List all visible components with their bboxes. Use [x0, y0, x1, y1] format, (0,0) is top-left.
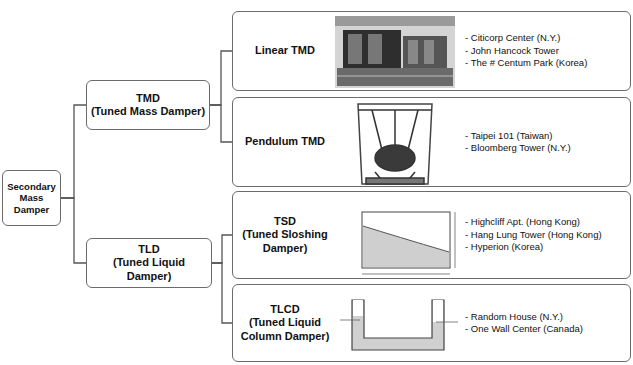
root-box: Secondary Mass Damper: [2, 170, 61, 226]
example-building: - Highcliff Apt. (Hong Kong): [465, 216, 627, 228]
box-title: TMD: [136, 92, 160, 105]
example-building: - Citicorp Center (N.Y.): [465, 32, 627, 44]
damper-full-name: (Tuned Liquid Column Damper): [237, 316, 333, 342]
tsd-tank-sketch: [362, 212, 455, 274]
damper-panel: Pendulum TMD - Taipei 101 (Taiwan)- Bloom…: [232, 97, 631, 187]
tree-connector: [210, 51, 232, 105]
tree-connector: [210, 105, 232, 142]
tree-connector: [212, 263, 232, 323]
damper-panel: Linear TMD - Citicorp Center (N.Y.)- John…: [232, 11, 631, 91]
panel-label: Pendulum TMD: [237, 98, 333, 186]
example-building: - John Hancock Tower: [465, 45, 627, 57]
category-box: TMD(Tuned Mass Damper): [86, 80, 210, 130]
category-box: TLD(Tuned Liquid Damper): [86, 238, 212, 288]
tree-connector: [61, 105, 86, 198]
box-subtitle: (Tuned Mass Damper): [91, 105, 205, 118]
example-list: - Highcliff Apt. (Hong Kong)- Hang Lung …: [465, 192, 627, 278]
damper-panel: TLCD(Tuned Liquid Column Damper) - Random…: [232, 284, 631, 362]
example-list: - Taipei 101 (Taiwan)- Bloomberg Tower (…: [465, 98, 627, 186]
tree-connector: [61, 198, 86, 263]
example-list: - Random House (N.Y.)- One Wall Center (…: [465, 285, 627, 361]
example-building: - One Wall Center (Canada): [465, 323, 627, 335]
box-title: Secondary Mass Damper: [6, 181, 57, 215]
panel-label: Linear TMD: [237, 12, 333, 90]
damper-full-name: (Tuned Sloshing Damper): [237, 228, 333, 254]
tree-connector: [212, 235, 232, 263]
tlcd-u-tube-sketch: [340, 300, 458, 350]
damper-type: Pendulum TMD: [245, 135, 325, 148]
example-building: - Bloomberg Tower (N.Y.): [465, 142, 627, 154]
panel-label: TLCD(Tuned Liquid Column Damper): [237, 285, 333, 361]
example-building: - Hyperion (Korea): [465, 241, 627, 253]
example-building: - Random House (N.Y.): [465, 311, 627, 323]
example-list: - Citicorp Center (N.Y.)- John Hancock T…: [465, 12, 627, 90]
box-title: TLD: [138, 243, 159, 256]
damper-panel: TSD(Tuned Sloshing Damper) - Highcliff Ap…: [232, 191, 631, 279]
box-subtitle: (Tuned Liquid Damper): [90, 256, 208, 282]
pendulum-tmd-figure: [358, 104, 432, 184]
example-building: - Hang Lung Tower (Hong Kong): [465, 229, 627, 241]
example-building: - The # Centum Park (Korea): [465, 57, 627, 69]
example-building: - Taipei 101 (Taiwan): [465, 130, 627, 142]
linear-tmd-photo: [335, 16, 455, 88]
damper-type: TLCD: [270, 303, 299, 316]
panel-label: TSD(Tuned Sloshing Damper): [237, 192, 333, 278]
damper-type: TSD: [274, 215, 296, 228]
damper-type: Linear TMD: [255, 44, 315, 57]
